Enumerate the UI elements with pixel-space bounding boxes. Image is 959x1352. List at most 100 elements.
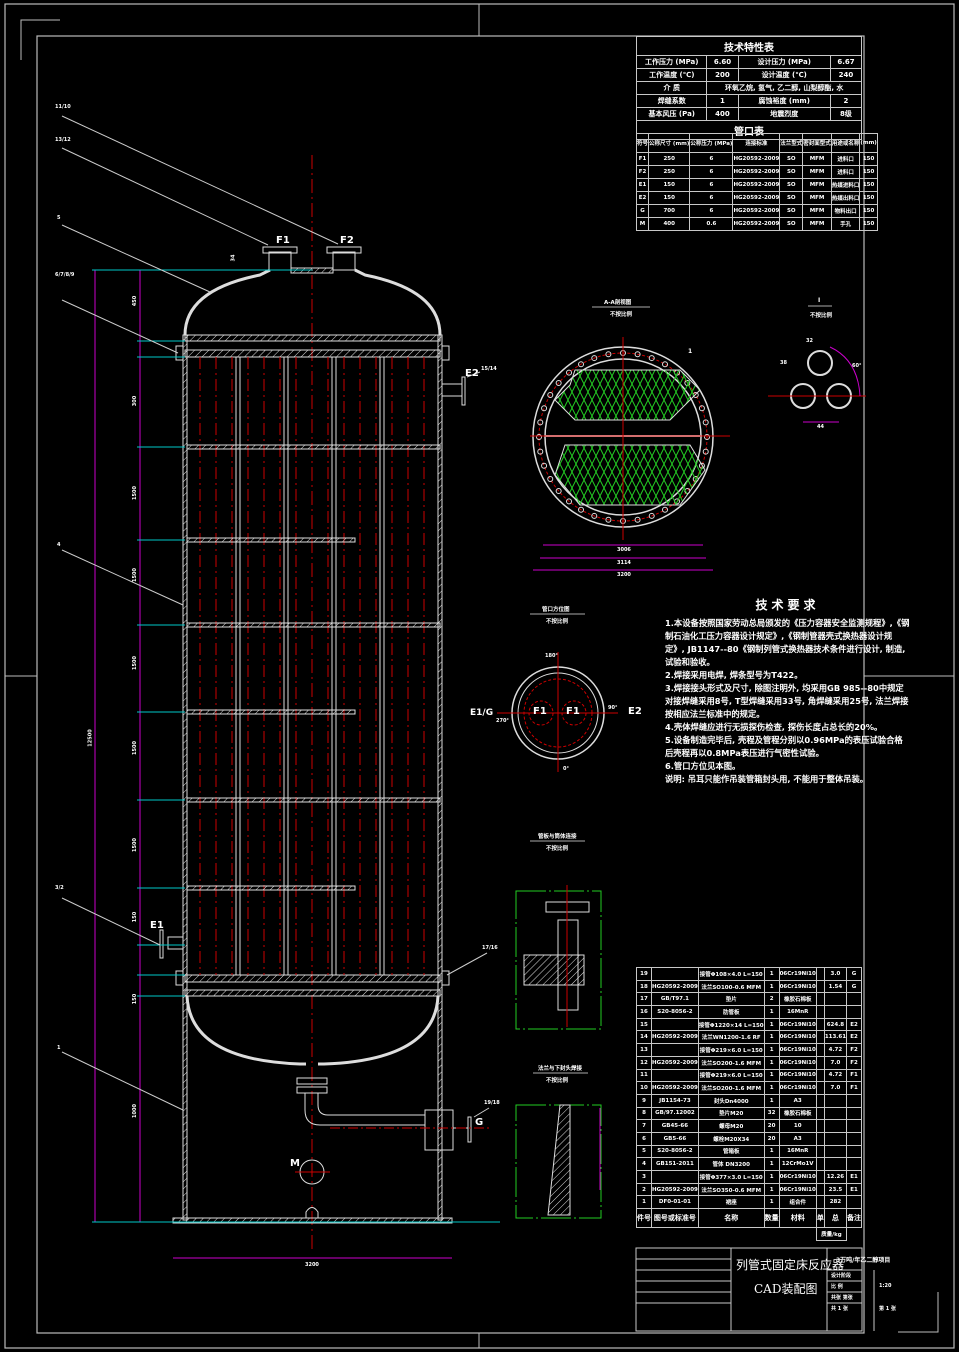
requirement-item: 6.管口方位见本图。 <box>665 761 741 771</box>
table-cell: 组合件 <box>778 1195 817 1210</box>
nozzle-e2 <box>441 376 466 406</box>
dim-label: 32 <box>806 338 813 344</box>
head-detail-subtitle: 不按比例 <box>546 1078 569 1084</box>
balloon: 4 <box>57 542 61 548</box>
table-cell: MFM <box>802 165 832 179</box>
bolt-hole <box>702 419 709 426</box>
dim-label: 150 <box>132 911 139 923</box>
title-block-frame <box>635 1247 875 1332</box>
bolt-hole <box>704 434 710 440</box>
table-cell <box>815 1119 825 1133</box>
table-cell: GB45-66 <box>651 1119 699 1133</box>
table-cell <box>823 1157 848 1171</box>
table-cell: E2 <box>846 1030 863 1045</box>
title-field: 设计阶段 <box>831 1273 852 1279</box>
table-cell: GB5-66 <box>651 1131 699 1146</box>
table-cell: 介 质 <box>635 81 708 95</box>
bolt-hole <box>566 498 573 505</box>
table-cell: 管体 DN3200 <box>697 1157 765 1171</box>
dim-label: 1000 <box>131 1104 138 1118</box>
dim-label: 1500 <box>131 838 138 852</box>
table-cell <box>815 1055 825 1070</box>
table-row: 介 质环氧乙烷, 氢气, 乙二醇, 山梨醇酯, 水 <box>635 81 862 95</box>
table-cell: 3 <box>636 1170 652 1184</box>
table-cell: 1 <box>763 1030 780 1045</box>
table-cell <box>815 1093 825 1108</box>
tube-detail-subtitle: 不按比例 <box>546 846 569 852</box>
tech-table-title: 技术特性表 <box>636 36 862 56</box>
shell-right-wall <box>437 334 443 1221</box>
nozzle-label-e1: E1 <box>150 920 164 931</box>
head-weld-detail-view <box>515 1072 602 1219</box>
table-cell: M <box>635 217 650 231</box>
table-cell <box>846 1106 863 1121</box>
dim-label: 38 <box>780 360 787 366</box>
requirement-item: 说明: 吊耳只能作吊装管箱封头用, 不能用于整体吊装。 <box>665 774 869 784</box>
mass-label: 质量/kg <box>815 1227 848 1241</box>
table-cell: 282 <box>823 1195 848 1210</box>
table-cell: 2 <box>829 94 863 108</box>
section-a-a-subtitle: 不按比例 <box>610 312 633 318</box>
table-cell: 物料出口 <box>830 204 861 218</box>
balloon: 3/2 <box>55 885 64 891</box>
orientation-subtitle: 不按比例 <box>546 619 569 625</box>
table-cell: SO <box>779 152 804 166</box>
table-cell: 06Cr19Ni10 <box>778 1068 817 1083</box>
table-cell: 150 <box>859 152 878 166</box>
table-cell: 管箱板 <box>697 1144 765 1159</box>
table-cell: 16MnR <box>778 1144 817 1159</box>
column-header: 连接标准 <box>732 133 781 153</box>
bolt-hole <box>634 351 641 358</box>
bolt-hole <box>566 369 573 376</box>
table-cell: E2 <box>846 1017 863 1032</box>
orientation-nozzle-label: F1 <box>533 706 547 717</box>
table-cell: 1 <box>763 1157 780 1171</box>
table-cell <box>846 1195 863 1210</box>
lower-channel-flange <box>184 989 441 997</box>
table-cell: 裙座 <box>697 1195 765 1210</box>
table-cell: 7 <box>636 1119 652 1133</box>
table-cell <box>815 992 825 1007</box>
table-cell: 进料口 <box>830 152 861 166</box>
table-cell: 1.54 <box>823 979 848 994</box>
dim-label: 450 <box>132 295 139 307</box>
baffle-plate <box>186 622 441 628</box>
dim-label: 1500 <box>131 656 138 670</box>
table-cell <box>815 1081 825 1095</box>
table-cell <box>651 1017 699 1032</box>
table-cell: 1 <box>763 1055 780 1070</box>
table-cell: 6.67 <box>829 55 863 69</box>
table-cell: E1 <box>846 1182 863 1197</box>
detail-i-subtitle: 不按比例 <box>810 313 833 319</box>
detail-i-view <box>768 305 866 423</box>
table-cell <box>815 1144 825 1159</box>
tube-detail-title: 管板与筒体连接 <box>538 834 577 840</box>
table-cell: 热媒进料口 <box>830 178 861 192</box>
table-cell: 6 <box>636 1131 652 1146</box>
parts-list-header: 件号图号或标准号名称数量材料单总备注 <box>636 1208 863 1229</box>
table-cell: GB/T97.1 <box>651 992 699 1007</box>
balloon: 13/12 <box>55 137 71 143</box>
title-field: 共张 第张 <box>831 1295 853 1301</box>
table-cell: 1 <box>763 1043 780 1057</box>
overall-height-label: 12500 <box>87 729 94 747</box>
column-header: 数量 <box>763 1208 780 1229</box>
base-width-label: 3200 <box>305 1262 319 1268</box>
table-cell: 接管Φ219×6.0 L=150 <box>697 1068 765 1083</box>
table-cell <box>815 1068 825 1083</box>
nozzle-orientation-view <box>497 613 618 772</box>
table-cell: S20-8056-2 <box>651 1144 699 1159</box>
table-cell: 地震烈度 <box>737 107 831 121</box>
table-cell: 12.26 <box>823 1170 848 1184</box>
column-header: 名称 <box>697 1208 765 1229</box>
table-cell: 06Cr19Ni10 <box>778 1030 817 1045</box>
dim-label: 3200 <box>617 572 631 578</box>
table-cell: 橡胶石棉板 <box>778 1106 817 1121</box>
balloon: 17/16 <box>482 945 498 951</box>
table-cell: HG20592-2009 <box>732 178 781 192</box>
